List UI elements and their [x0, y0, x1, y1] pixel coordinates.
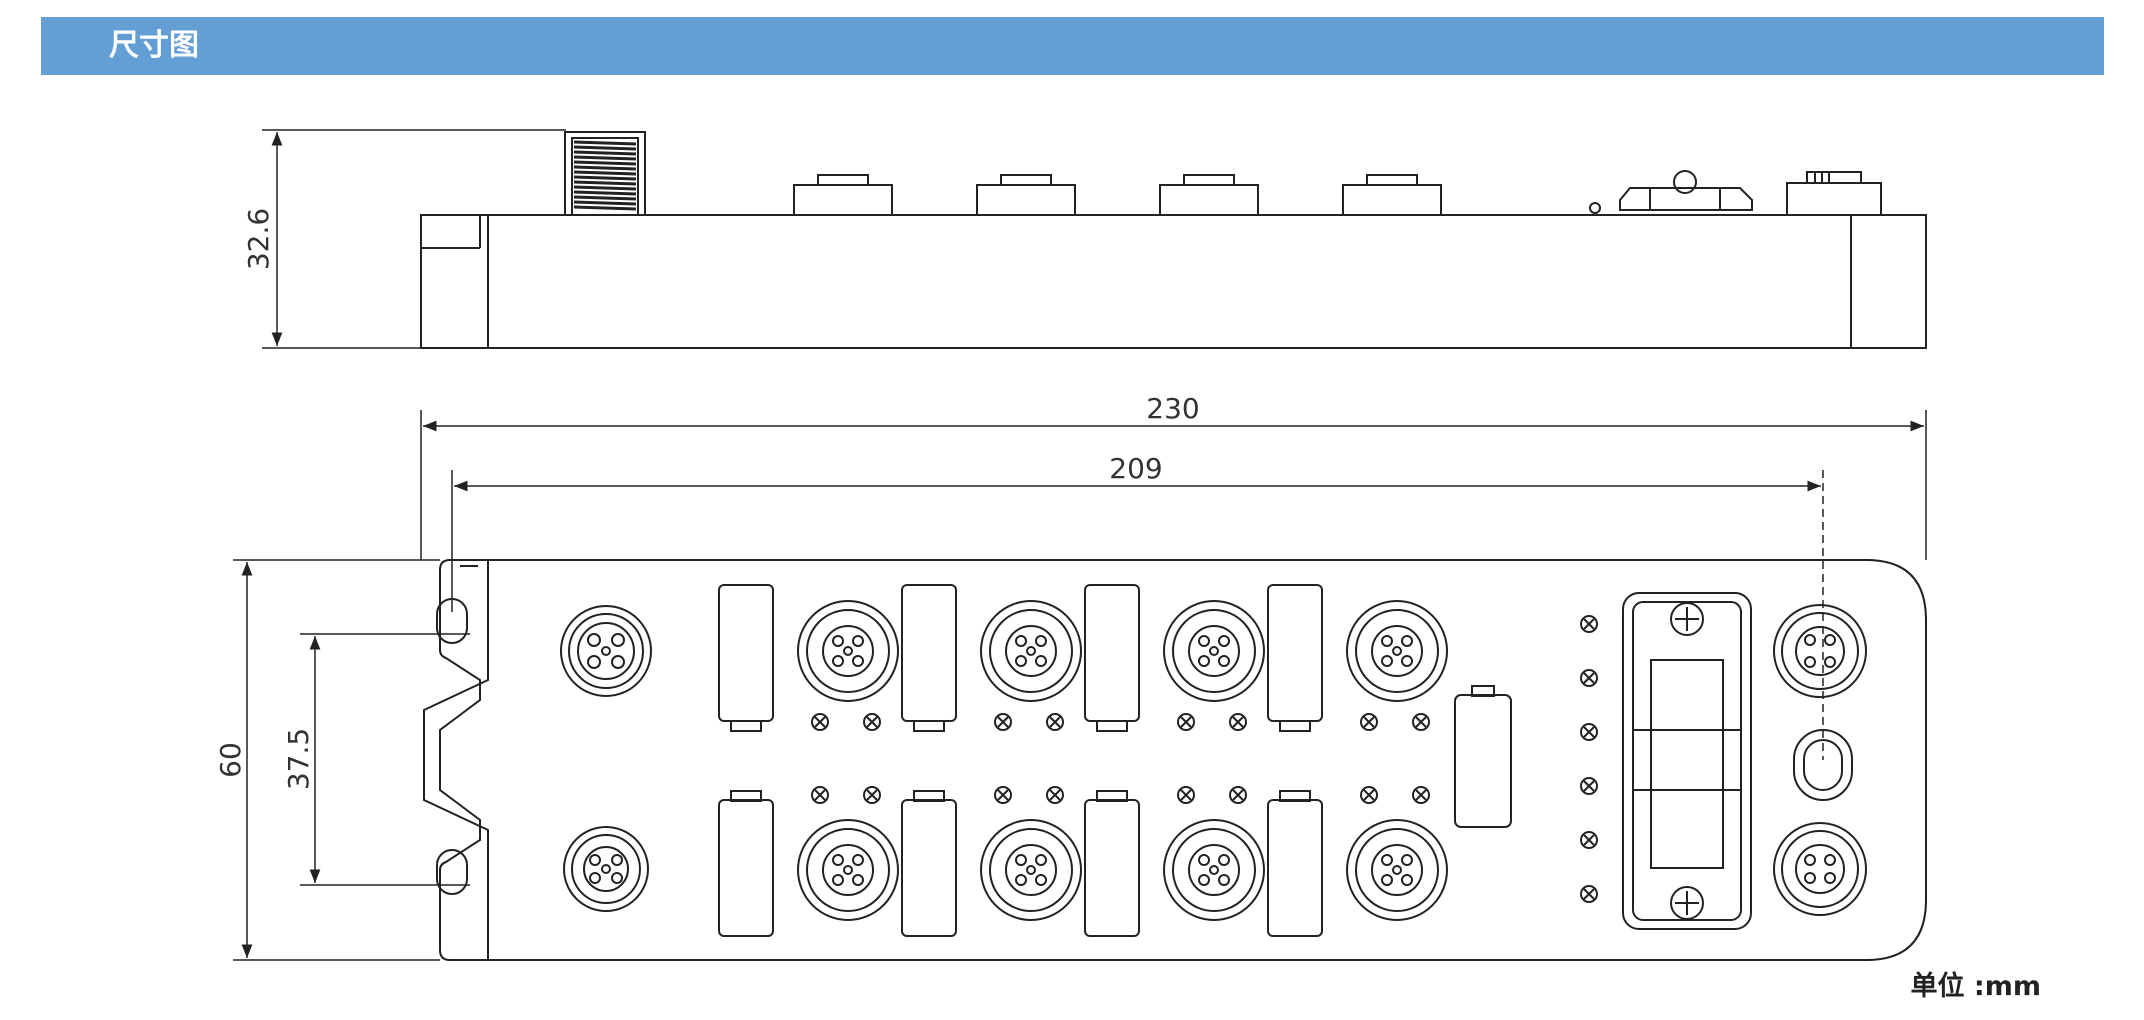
port-cover: [1267, 584, 1323, 732]
port-cover: [1084, 584, 1140, 732]
status-led: [1580, 777, 1598, 795]
header-bar: 尺寸图: [41, 17, 2104, 75]
m12-io-port: [980, 819, 1082, 921]
width-dimension-label: 60: [214, 742, 247, 778]
power-connector-top: [1773, 604, 1867, 698]
mounting-slot: [1803, 739, 1843, 791]
io-status-led: [863, 786, 881, 804]
m12-connector-out: [563, 826, 649, 912]
io-status-led: [994, 786, 1012, 804]
io-status-led: [1412, 786, 1430, 804]
port-cover: [718, 584, 774, 732]
side-port-cap: [976, 174, 1076, 216]
io-status-led: [863, 713, 881, 731]
io-status-led: [811, 786, 829, 804]
side-display-cap: [1589, 170, 1753, 214]
side-port-cap: [793, 174, 893, 216]
page-title: 尺寸图: [109, 28, 199, 63]
height-dimension-label: 32.6: [242, 208, 275, 270]
display-window: [1622, 592, 1752, 930]
side-view: [420, 131, 1927, 349]
io-status-led: [1229, 786, 1247, 804]
port-cover: [901, 790, 957, 937]
m12-io-port: [1163, 600, 1265, 702]
io-status-led: [1177, 786, 1195, 804]
width-dimension: [233, 559, 440, 961]
m12-io-port: [1346, 600, 1448, 702]
io-status-led: [1046, 713, 1064, 731]
status-led: [1580, 831, 1598, 849]
io-status-led: [1360, 713, 1378, 731]
m12-io-port: [980, 600, 1082, 702]
port-cover: [1267, 790, 1323, 937]
status-led: [1580, 885, 1598, 903]
m12-io-port: [1163, 819, 1265, 921]
side-port-cap: [1342, 174, 1442, 216]
m12-io-port: [797, 819, 899, 921]
io-status-led: [1229, 713, 1247, 731]
io-status-led: [1412, 713, 1430, 731]
status-led: [1580, 615, 1598, 633]
port-cover: [1084, 790, 1140, 937]
overall-length-dimension: [420, 410, 1927, 560]
status-led: [1580, 723, 1598, 741]
mounting-slot: [436, 849, 468, 895]
side-m12-threaded-connector: [564, 131, 646, 216]
port-cover: [901, 584, 957, 732]
power-connector-bottom: [1773, 822, 1867, 916]
hole-vertical-label: 37.5: [282, 728, 315, 790]
height-dimension: [262, 129, 566, 349]
unit-note: 单位 :mm: [1910, 971, 2041, 1002]
overall-length-label: 230: [1146, 392, 1199, 425]
side-port-cap: [1159, 174, 1259, 216]
hole-spacing-label: 209: [1109, 452, 1162, 485]
hole-spacing-dimension: [451, 470, 1824, 760]
io-status-led: [994, 713, 1012, 731]
m12-io-port: [797, 600, 899, 702]
top-view: [423, 559, 1927, 961]
io-status-led: [1360, 786, 1378, 804]
hole-vertical-dimension: [300, 633, 470, 886]
side-right-connector: [1786, 171, 1882, 216]
io-status-led: [811, 713, 829, 731]
port-cover: [718, 790, 774, 937]
spare-port-cover: [1454, 685, 1512, 828]
io-status-led: [1177, 713, 1195, 731]
m12-io-port: [1346, 819, 1448, 921]
io-status-led: [1046, 786, 1064, 804]
m12-connector-in: [560, 605, 652, 697]
status-led: [1580, 669, 1598, 687]
